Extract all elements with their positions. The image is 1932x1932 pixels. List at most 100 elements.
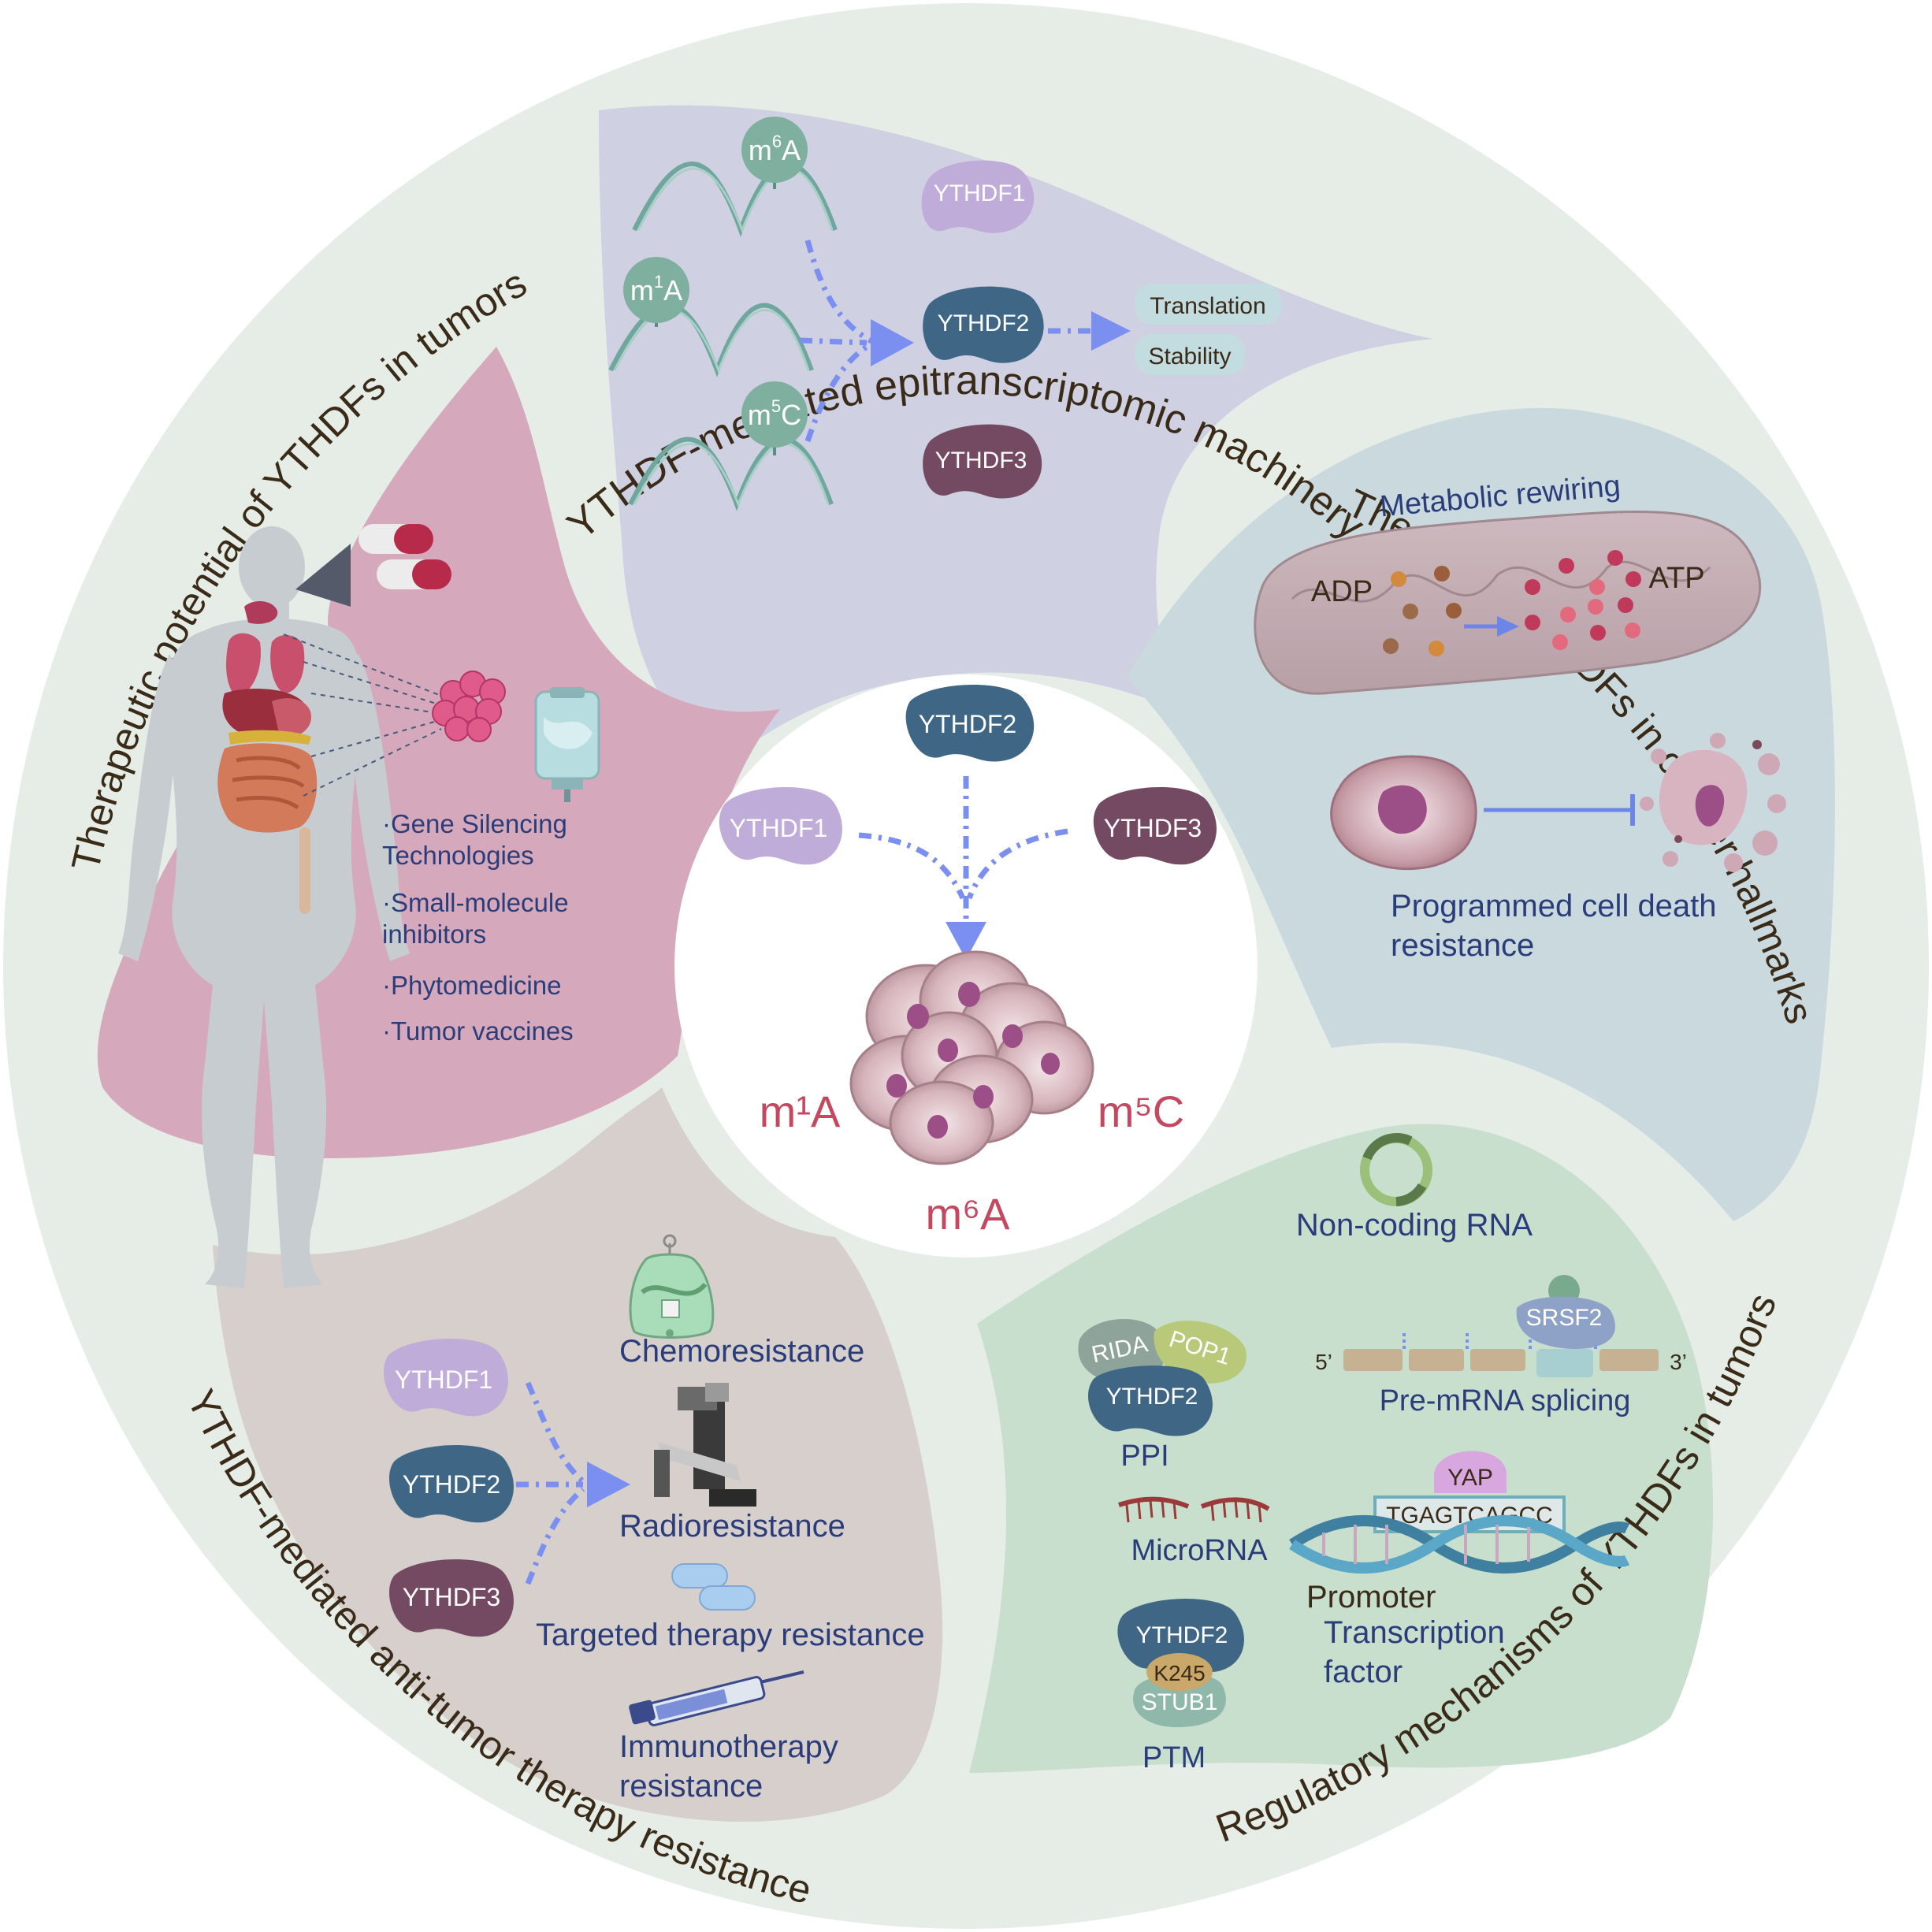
top-section: m6A m1A m5C YTHDF1 YTHDF2 YTHDF3 Transla… — [608, 117, 1281, 511]
capsule-icon — [671, 1563, 756, 1611]
center-m5c: m⁵C — [1098, 1087, 1184, 1136]
k245-badge — [1146, 1653, 1213, 1691]
m5c-bubble — [741, 381, 808, 448]
srsf2-shape — [1516, 1296, 1615, 1349]
rna-strand-3b — [633, 443, 830, 508]
left-section: ·Gene Silencing Technologies ·Small-mole… — [118, 524, 600, 1288]
center-ythdf3-label: YTHDF3 — [1104, 814, 1202, 842]
therapy-item-3-line1: ·Phytomedicine — [382, 971, 561, 1000]
translation-label: Translation — [1150, 293, 1265, 319]
exon-3 — [1470, 1349, 1525, 1371]
bottom-left-section: YTHDF1 YTHDF2 YTHDF3 Chemoresistance — [383, 1234, 925, 1804]
therapy-item-1-line2: Technologies — [382, 841, 534, 870]
ppi-label: PPI — [1120, 1440, 1168, 1473]
therapy-item-2-line1: ·Small-molecule — [382, 888, 569, 917]
splicing-label: Pre-mRNA splicing — [1380, 1384, 1631, 1417]
immunotherapy-line1: Immunotherapy — [619, 1730, 838, 1764]
radioresistance-label: Radioresistance — [619, 1509, 845, 1544]
therapy-item-1-line1: ·Gene Silencing — [382, 809, 567, 838]
bl-ythdf2-shape — [388, 1445, 514, 1523]
center-ythdf1-label: YTHDF1 — [730, 814, 827, 842]
m6a-label: m6A — [749, 132, 801, 166]
tf-line2: factor — [1324, 1655, 1403, 1689]
bl-ythdf3-label: YTHDF3 — [403, 1583, 500, 1611]
ptm-ythdf2-shape — [1117, 1599, 1244, 1673]
dna-helix-icon — [1289, 1515, 1630, 1573]
promoter-label: Promoter — [1306, 1580, 1436, 1614]
top-ythdf3-label: YTHDF3 — [935, 448, 1027, 474]
rna-strand-3 — [628, 437, 834, 511]
bl-ythdf1-label: YTHDF1 — [395, 1365, 492, 1394]
mitochondrion — [1254, 511, 1762, 695]
m1a-label: m1A — [630, 272, 682, 307]
top-arrow-from-m1a — [799, 337, 868, 346]
bl-ythdf3-shape — [388, 1559, 514, 1637]
center-ythdf2-shape — [905, 685, 1035, 762]
exon-1 — [1343, 1349, 1403, 1371]
right-section: Metabolic rewiring ADP ATP — [1254, 470, 1786, 963]
ppi-ythdf2-shape — [1087, 1365, 1213, 1436]
exon-2 — [1409, 1349, 1464, 1371]
three-prime-label: 3’ — [1670, 1350, 1687, 1374]
ptm-label: PTM — [1142, 1741, 1206, 1774]
top-arrow-from-m5c — [804, 344, 868, 443]
top-outcome-arrow-head — [1091, 311, 1131, 351]
top-ythdf3-shape — [923, 424, 1042, 499]
pcd-line2: resistance — [1391, 928, 1534, 963]
atp-label: ATP — [1648, 562, 1704, 595]
five-prime-label: 5’ — [1315, 1350, 1332, 1374]
immunotherapy-line2: resistance — [619, 1769, 763, 1804]
ncrna-label: Non-coding RNA — [1296, 1208, 1533, 1243]
translation-box — [1135, 284, 1281, 325]
tf-line1: Transcription — [1324, 1615, 1505, 1650]
ptm-ythdf2-label: YTHDF2 — [1136, 1622, 1228, 1648]
ppi-ythdf2-label: YTHDF2 — [1106, 1384, 1198, 1410]
rna-strand-1 — [632, 162, 838, 237]
bottom-right-section: Non-coding RNA RIDA POP1 YTHDF2 PPI 5’ S… — [1078, 1133, 1687, 1774]
dying-cell — [1640, 733, 1786, 872]
top-ythdf1-label: YTHDF1 — [934, 180, 1026, 206]
microrna-icon — [1118, 1496, 1270, 1523]
center-m1a: m¹A — [760, 1087, 841, 1136]
top-petal — [599, 105, 1434, 748]
syringe-icon — [629, 1670, 804, 1726]
top-arrow-from-m6a — [804, 240, 876, 346]
top-ythdf2-label: YTHDF2 — [938, 310, 1030, 336]
stub1-shape — [1133, 1673, 1226, 1728]
top-arrow-head — [871, 319, 914, 366]
yap-label: YAP — [1447, 1465, 1493, 1491]
stability-label: Stability — [1148, 344, 1231, 370]
k245-label: K245 — [1154, 1661, 1205, 1685]
mito-cristae — [1291, 560, 1711, 603]
center-ythdf2-label: YTHDF2 — [919, 710, 1016, 738]
m6a-bubble — [741, 117, 808, 183]
top-ythdf2-shape — [923, 286, 1044, 363]
yap-shape — [1434, 1451, 1507, 1493]
bl-arrow-head — [587, 1462, 630, 1507]
center-m6a: m⁶A — [925, 1189, 1010, 1239]
tumor-cell-cluster — [849, 950, 1094, 1165]
m5c-label: m5C — [748, 396, 801, 431]
targeted-therapy-label: Targeted therapy resistance — [536, 1618, 925, 1652]
center-arrow-from-ythdf3 — [966, 828, 1068, 900]
pcd-line1: Programmed cell death — [1391, 889, 1717, 923]
chemo-bag-icon — [629, 1234, 715, 1339]
stub1-label: STUB1 — [1142, 1689, 1218, 1715]
chemoresistance-label: Chemoresistance — [619, 1334, 864, 1369]
spliceosome-base — [1536, 1349, 1593, 1377]
therapy-item-4-line1: ·Tumor vaccines — [382, 1016, 574, 1046]
srsf2-label: SRSF2 — [1526, 1305, 1603, 1331]
stability-box — [1135, 334, 1245, 375]
adp-label: ADP — [1311, 575, 1373, 608]
bl-ythdf2-label: YTHDF2 — [403, 1470, 500, 1499]
center-arrow-head — [946, 922, 986, 960]
bl-arrow-from-ythdf1 — [525, 1381, 585, 1484]
center-ythdf1-shape — [719, 787, 842, 865]
center-ythdf3-shape — [1093, 787, 1217, 865]
human-body-icon — [118, 524, 600, 1288]
resistant-cell-nucleus — [1377, 785, 1427, 834]
radiotherapy-machine-icon — [654, 1383, 756, 1507]
microrna-label: MicroRNA — [1131, 1534, 1268, 1567]
top-ythdf1-shape — [921, 160, 1035, 233]
